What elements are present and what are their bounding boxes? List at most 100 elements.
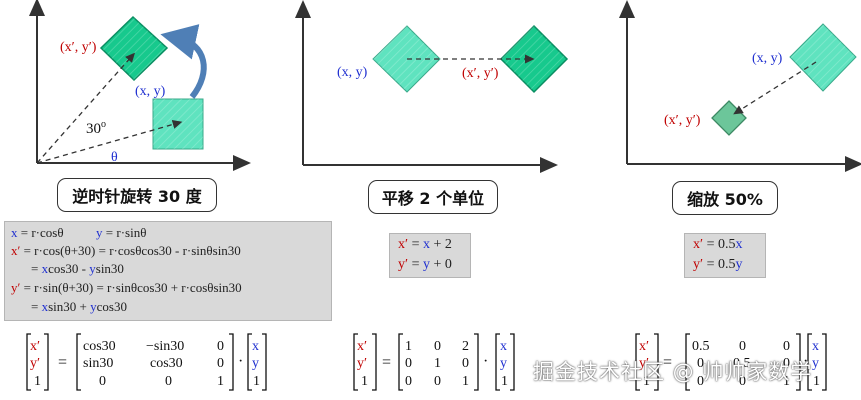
matrix-cell: sin30: [83, 356, 113, 371]
var-y-prime: y′: [11, 280, 21, 295]
var-x-prime: x′: [693, 237, 704, 252]
original-square: [152, 98, 204, 150]
watermark: 掘金技术社区 @ 帅帅家数学: [533, 360, 813, 384]
matrix-cell: 0: [405, 374, 412, 389]
rotation-matrix-equation: x′ y′ 1 = cos30 −sin30 0 sin30 cos30 0 0…: [26, 333, 267, 391]
in-vector-y: y: [812, 356, 819, 371]
translation-caption: 平移 2 个单位: [368, 180, 498, 214]
eq: =: [31, 261, 42, 276]
matrix-cell: 1: [783, 374, 790, 389]
matrix-cell: 0: [783, 356, 790, 371]
in-vector-x: x: [500, 339, 507, 354]
matrix-cell: −sin30: [146, 339, 184, 354]
rotation-caption: 逆时针旋转 30 度: [57, 178, 217, 212]
matrix-cell: 2: [462, 339, 469, 354]
rotated-square: [99, 15, 169, 82]
multiply-dot: ·: [803, 353, 808, 370]
original-square: [372, 25, 441, 93]
out-vector-one: 1: [34, 374, 41, 389]
var-x-prime: x′: [398, 237, 409, 252]
scaling-vector: [733, 61, 817, 115]
matrix-cell: 0: [405, 356, 412, 371]
matrix-cell: 0: [165, 374, 172, 389]
eq: = 0.5: [703, 257, 736, 272]
matrix-cell: 1: [405, 339, 412, 354]
eq-line-2: x′ = r·cos(θ+30) = r·cosθcos30 - r·sinθs…: [11, 243, 241, 259]
rotation-theta-label: θ: [111, 150, 118, 165]
translation-label-original: (x, y): [337, 65, 368, 80]
matrix-cell: 0: [434, 339, 441, 354]
matrix-cell: 0: [739, 374, 746, 389]
scaling-caption: 缩放 50%: [672, 181, 778, 215]
in-vector-one: 1: [253, 374, 260, 389]
equals-sign: =: [58, 354, 67, 371]
var-x: x: [422, 237, 430, 252]
in-vector-x: x: [252, 339, 259, 354]
matrix-cell: cos30: [150, 356, 183, 371]
rest: + 0: [429, 257, 452, 272]
eq-line-3: = xcos30 - ysin30: [31, 261, 124, 277]
vector-to-original: [36, 120, 183, 164]
eq-line-1: x′ = 0.5x: [693, 237, 742, 253]
scaling-equations: x′ = 0.5x y′ = 0.5y: [684, 233, 766, 278]
in-vector-one: 1: [501, 374, 508, 389]
original-square: [789, 23, 857, 92]
in-vector-one: 1: [813, 374, 820, 389]
eq: =: [408, 257, 423, 272]
eq: =: [31, 299, 42, 314]
var-x: x: [735, 237, 743, 252]
matrix-cell: 0: [697, 374, 704, 389]
out-vector-y: y′: [639, 356, 649, 371]
matrix-cell: 0: [739, 339, 746, 354]
var-y-prime: y′: [398, 257, 409, 272]
matrix-cell: 1: [434, 356, 441, 371]
matrix-cell: cos30: [83, 339, 116, 354]
end: cos30: [96, 299, 127, 314]
var-x-prime: x′: [11, 243, 21, 258]
out-vector-one: 1: [643, 374, 650, 389]
var-x: x: [41, 299, 49, 314]
eq-line-4: y′ = r·sin(θ+30) = r·sinθcos30 + r·cosθs…: [11, 280, 242, 296]
var-x: x: [41, 261, 49, 276]
equals-sign: =: [663, 354, 672, 371]
in-vector-y: y: [500, 356, 507, 371]
scaled-square: [711, 100, 747, 136]
scaling-panel: (x, y) (x′, y′): [619, 0, 861, 172]
matrix-cell: 0: [217, 339, 224, 354]
matrix-cell: 1: [217, 374, 224, 389]
rotation-derivation: x = r·cosθ y = r·sinθ x′ = r·cos(θ+30) =…: [4, 221, 332, 321]
rhs: = r·cos(θ+30) = r·cosθcos30 - r·sinθsin3…: [20, 243, 241, 258]
eq: =: [408, 237, 423, 252]
out-vector-y: y′: [30, 356, 40, 371]
var-y: y: [96, 225, 103, 240]
rotation-label-original: (x, y): [135, 84, 166, 99]
eq-line-1: x′ = x + 2: [398, 237, 452, 253]
var-x: x: [11, 225, 18, 240]
eq-line-5: = xsin30 + ycos30: [31, 299, 127, 315]
in-vector-x: x: [812, 339, 819, 354]
end: sin30: [95, 261, 124, 276]
matrix-cell: 0: [217, 356, 224, 371]
eq: = 0.5: [703, 237, 736, 252]
var-y: y: [735, 257, 743, 272]
rotation-arc-arrow: [160, 24, 207, 99]
equals-sign: =: [382, 354, 391, 371]
translation-matrix-equation: x′ y′ 1 = 1 0 2 0 1 0 0 0 1 · x y 1: [353, 333, 515, 391]
mid: sin30 +: [48, 299, 91, 314]
matrix-cell: 0.5: [733, 356, 751, 371]
out-vector-x: x′: [357, 339, 367, 354]
out-vector-x: x′: [30, 339, 40, 354]
scaling-matrix-equation: x′ y′ 1 = 0.5 0 0 0 0.5 0 0 0 1 · x y 1: [635, 333, 827, 391]
rotation-panel: (x′, y′) (x, y) 30o θ: [29, 0, 251, 171]
translation-panel: (x, y) (x′, y′): [295, 0, 569, 173]
translation-label-new: (x′, y′): [462, 66, 499, 81]
out-vector-x: x′: [639, 339, 649, 354]
var-y: y: [90, 299, 97, 314]
multiply-dot: ·: [238, 353, 243, 370]
mid: cos30 -: [48, 261, 90, 276]
matrix-cell: 0: [462, 356, 469, 371]
vector-to-rotated: [36, 52, 136, 164]
rhs: = r·sin(θ+30) = r·sinθcos30 + r·cosθsin3…: [20, 280, 242, 295]
eq-line-2: y′ = y + 0: [398, 257, 452, 273]
